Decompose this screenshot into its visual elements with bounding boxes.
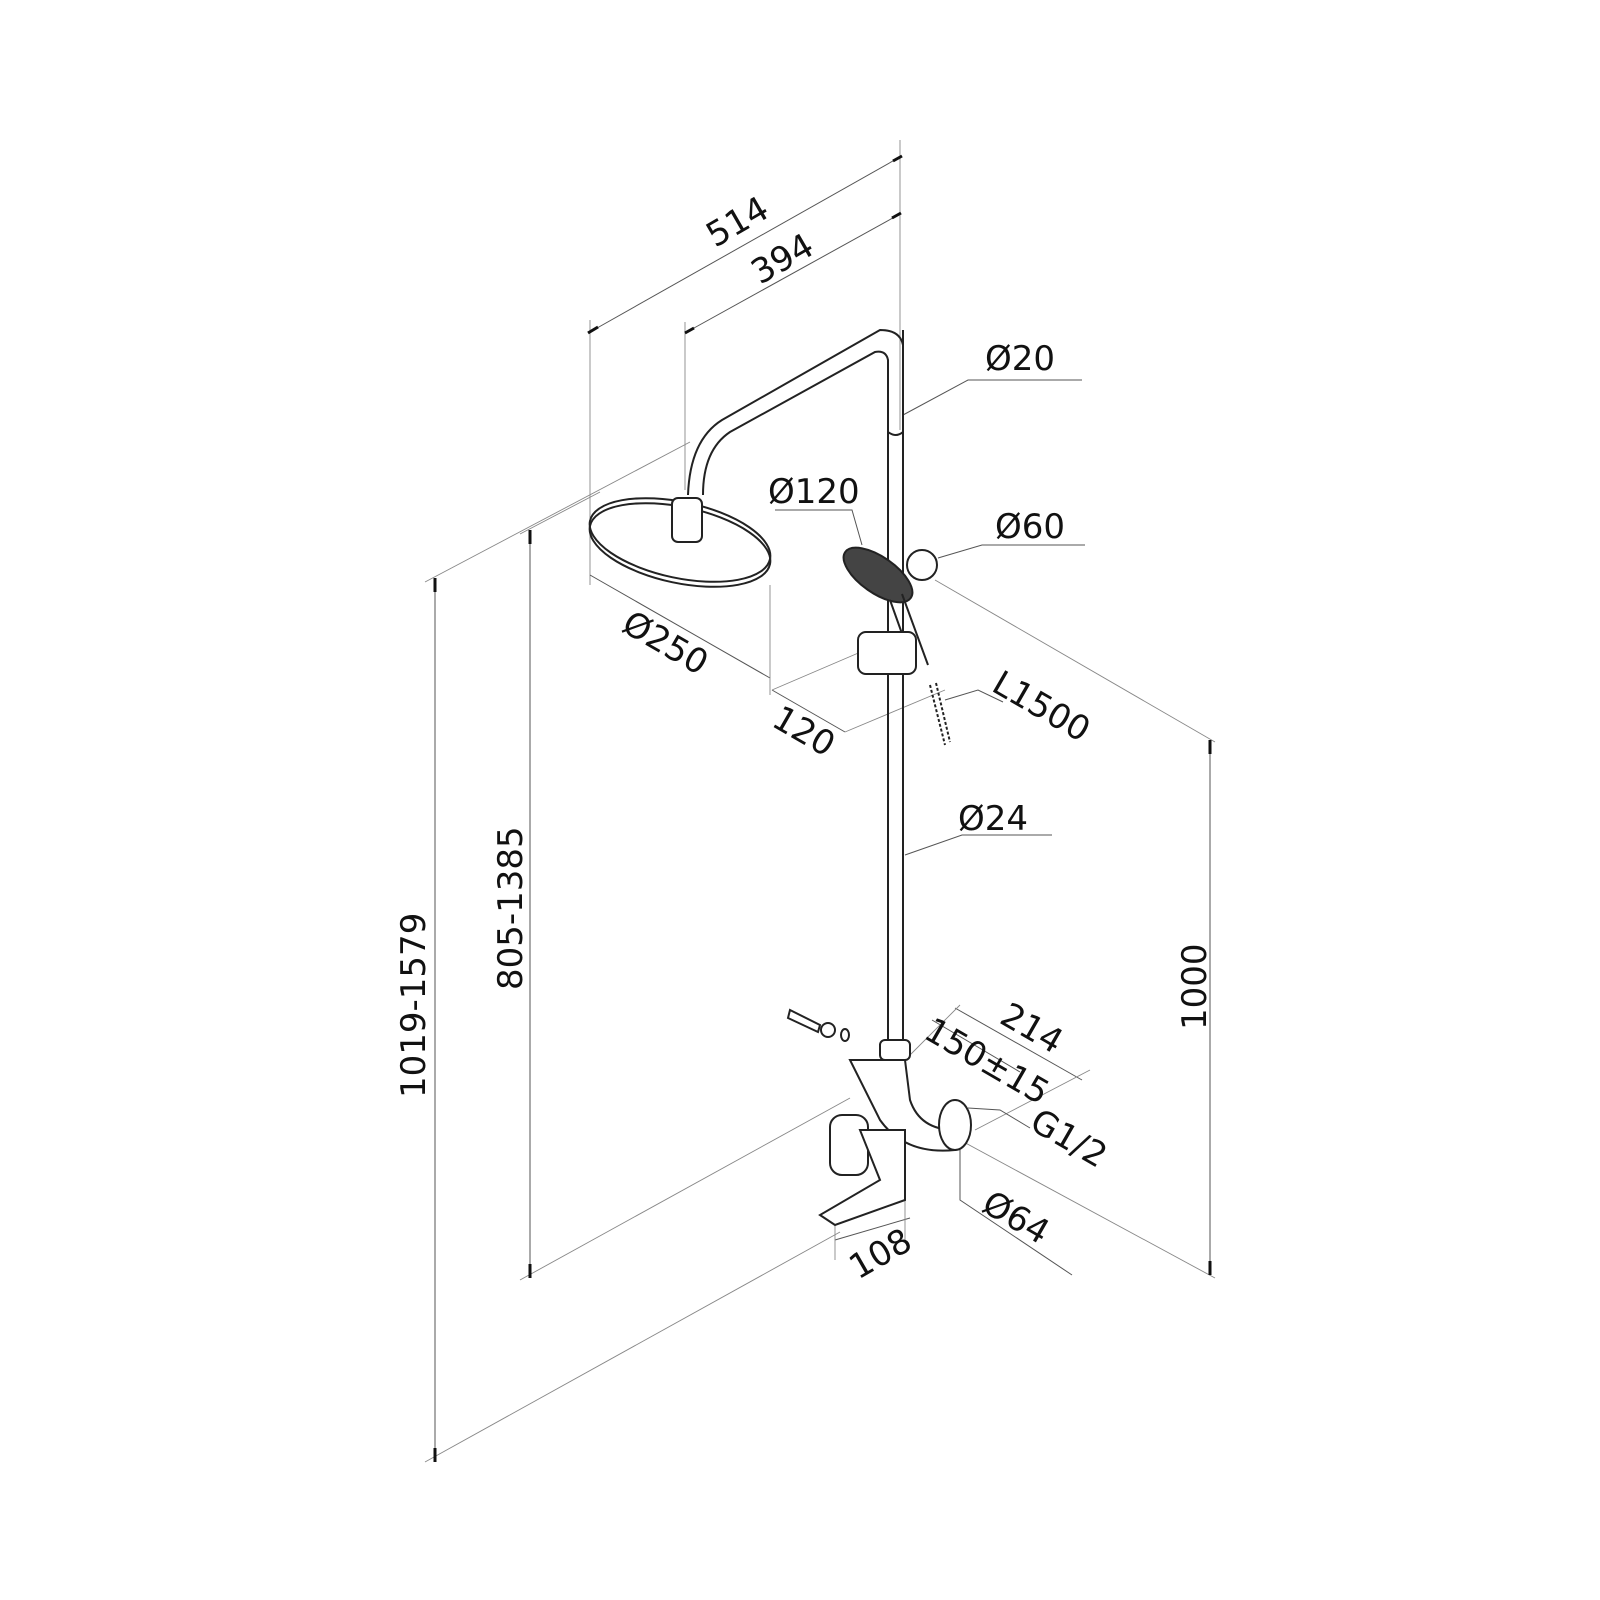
label-head-height-range: 805-1385 <box>491 826 531 990</box>
hand-shower <box>842 546 951 746</box>
label-arm-diameter: Ø20 <box>985 339 1055 379</box>
label-rail-height: 1000 <box>1175 943 1215 1030</box>
label-rail-diameter: Ø24 <box>958 799 1028 839</box>
label-flange-diameter: Ø64 <box>976 1183 1057 1253</box>
label-394: 394 <box>745 226 821 293</box>
rain-shower-head <box>588 497 772 588</box>
label-thread: G1/2 <box>1024 1101 1114 1176</box>
label-hand-shower-diameter: Ø120 <box>768 472 860 512</box>
label-holder-diameter: Ø60 <box>995 507 1065 547</box>
label-hose-length: L1500 <box>986 663 1097 750</box>
bath-mixer <box>786 1008 972 1227</box>
label-rain-head-diameter: Ø250 <box>616 603 715 683</box>
label-spout-width: 108 <box>843 1221 919 1288</box>
label-total-height-range: 1019-1579 <box>394 913 434 1098</box>
holder <box>906 549 938 581</box>
shower-system <box>588 328 972 1227</box>
slider <box>857 631 917 675</box>
dimension-lines <box>424 140 1216 1463</box>
label-slider-offset: 120 <box>766 698 842 765</box>
shower-arm <box>687 328 904 496</box>
